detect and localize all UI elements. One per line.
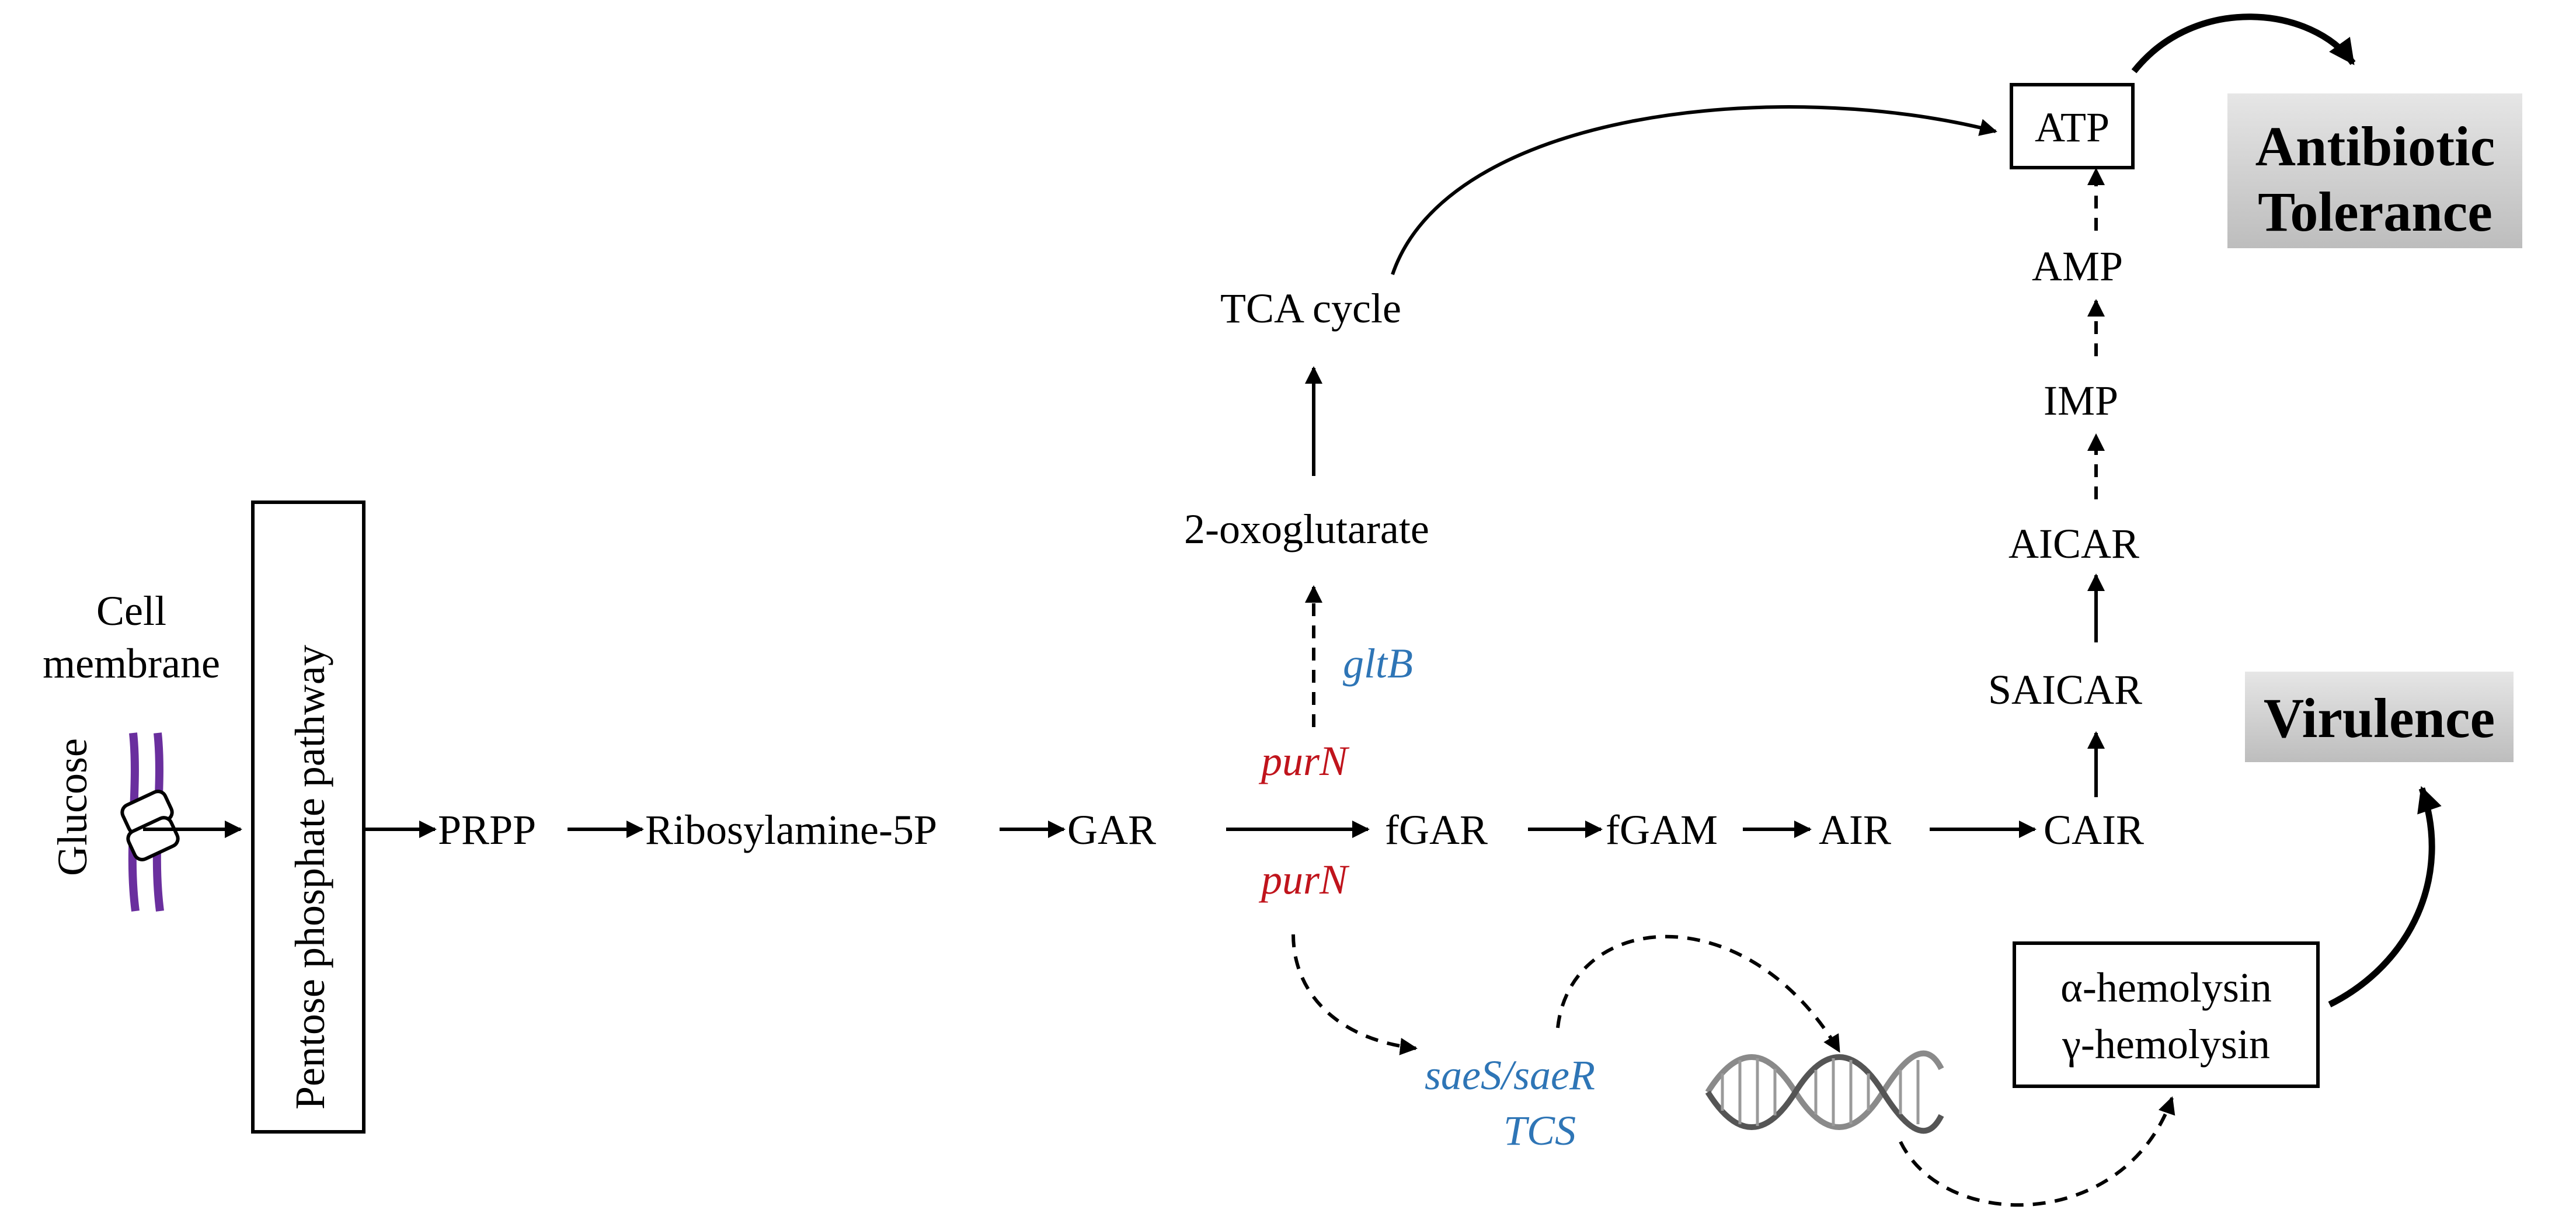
gene-gltb: gltB	[1343, 640, 1413, 687]
virulence-label: Virulence	[2264, 687, 2495, 749]
metabolite-air: AIR	[1819, 807, 1891, 853]
gene-saes-saer: saeS/saeR	[1425, 1052, 1595, 1099]
metabolite-gar: GAR	[1067, 807, 1156, 853]
hemolysin-box	[2013, 941, 2320, 1088]
arrow-dna-to-hemolysins	[1899, 1096, 2175, 1207]
pentose-phosphate-box	[251, 500, 365, 1134]
arrow-purn-to-sae	[1292, 934, 1418, 1055]
metabolite-aicar: AICAR	[2008, 520, 2139, 567]
cell-membrane-label-2: membrane	[43, 640, 220, 687]
metabolite-cair: CAIR	[2044, 807, 2144, 853]
metabolite-imp: IMP	[2044, 377, 2118, 424]
gene-tcs: TCS	[1503, 1107, 1576, 1154]
dna-helix-icon	[1705, 1050, 1944, 1134]
toxin-gamma-hemolysin: γ-hemolysin	[2062, 1021, 2270, 1068]
virulence-box	[2245, 672, 2514, 762]
glucose-label: Glucose	[49, 738, 96, 876]
antibiotic-tolerance-line2: Tolerance	[2258, 180, 2493, 243]
metabolite-saicar: SAICAR	[1988, 666, 2142, 713]
metabolite-tca-cycle: TCA cycle	[1220, 285, 1401, 332]
metabolite-prpp: PRPP	[438, 807, 536, 853]
arrow-tca-to-atp	[1391, 105, 1997, 275]
antibiotic-tolerance-box	[2227, 93, 2522, 248]
metabolite-fgar: fGAR	[1385, 807, 1488, 853]
gene-purn-bottom: purN	[1258, 856, 1350, 903]
toxin-alpha-hemolysin: α-hemolysin	[2060, 964, 2272, 1011]
pentose-phosphate-label: Pentose phosphate pathway	[287, 645, 333, 1110]
arrow-sae-to-dna	[1556, 934, 1841, 1053]
metabolite-ribosylamine-5p: Ribosylamine-5P	[645, 807, 937, 853]
metabolite-atp: ATP	[2035, 104, 2109, 151]
metabolite-amp: AMP	[2032, 243, 2123, 290]
membrane-transporter-icon	[120, 732, 180, 912]
arrow-hemolysins-to-virulence	[2328, 785, 2442, 1007]
metabolite-fgam: fGAM	[1606, 807, 1718, 853]
gene-purn-top: purN	[1258, 738, 1350, 784]
arrow-atp-to-tolerance	[2131, 13, 2356, 74]
metabolite-2-oxoglutarate: 2-oxoglutarate	[1184, 506, 1429, 552]
cell-membrane-label-1: Cell	[96, 588, 166, 634]
antibiotic-tolerance-line1: Antibiotic	[2255, 115, 2495, 178]
atp-box	[2010, 83, 2135, 169]
